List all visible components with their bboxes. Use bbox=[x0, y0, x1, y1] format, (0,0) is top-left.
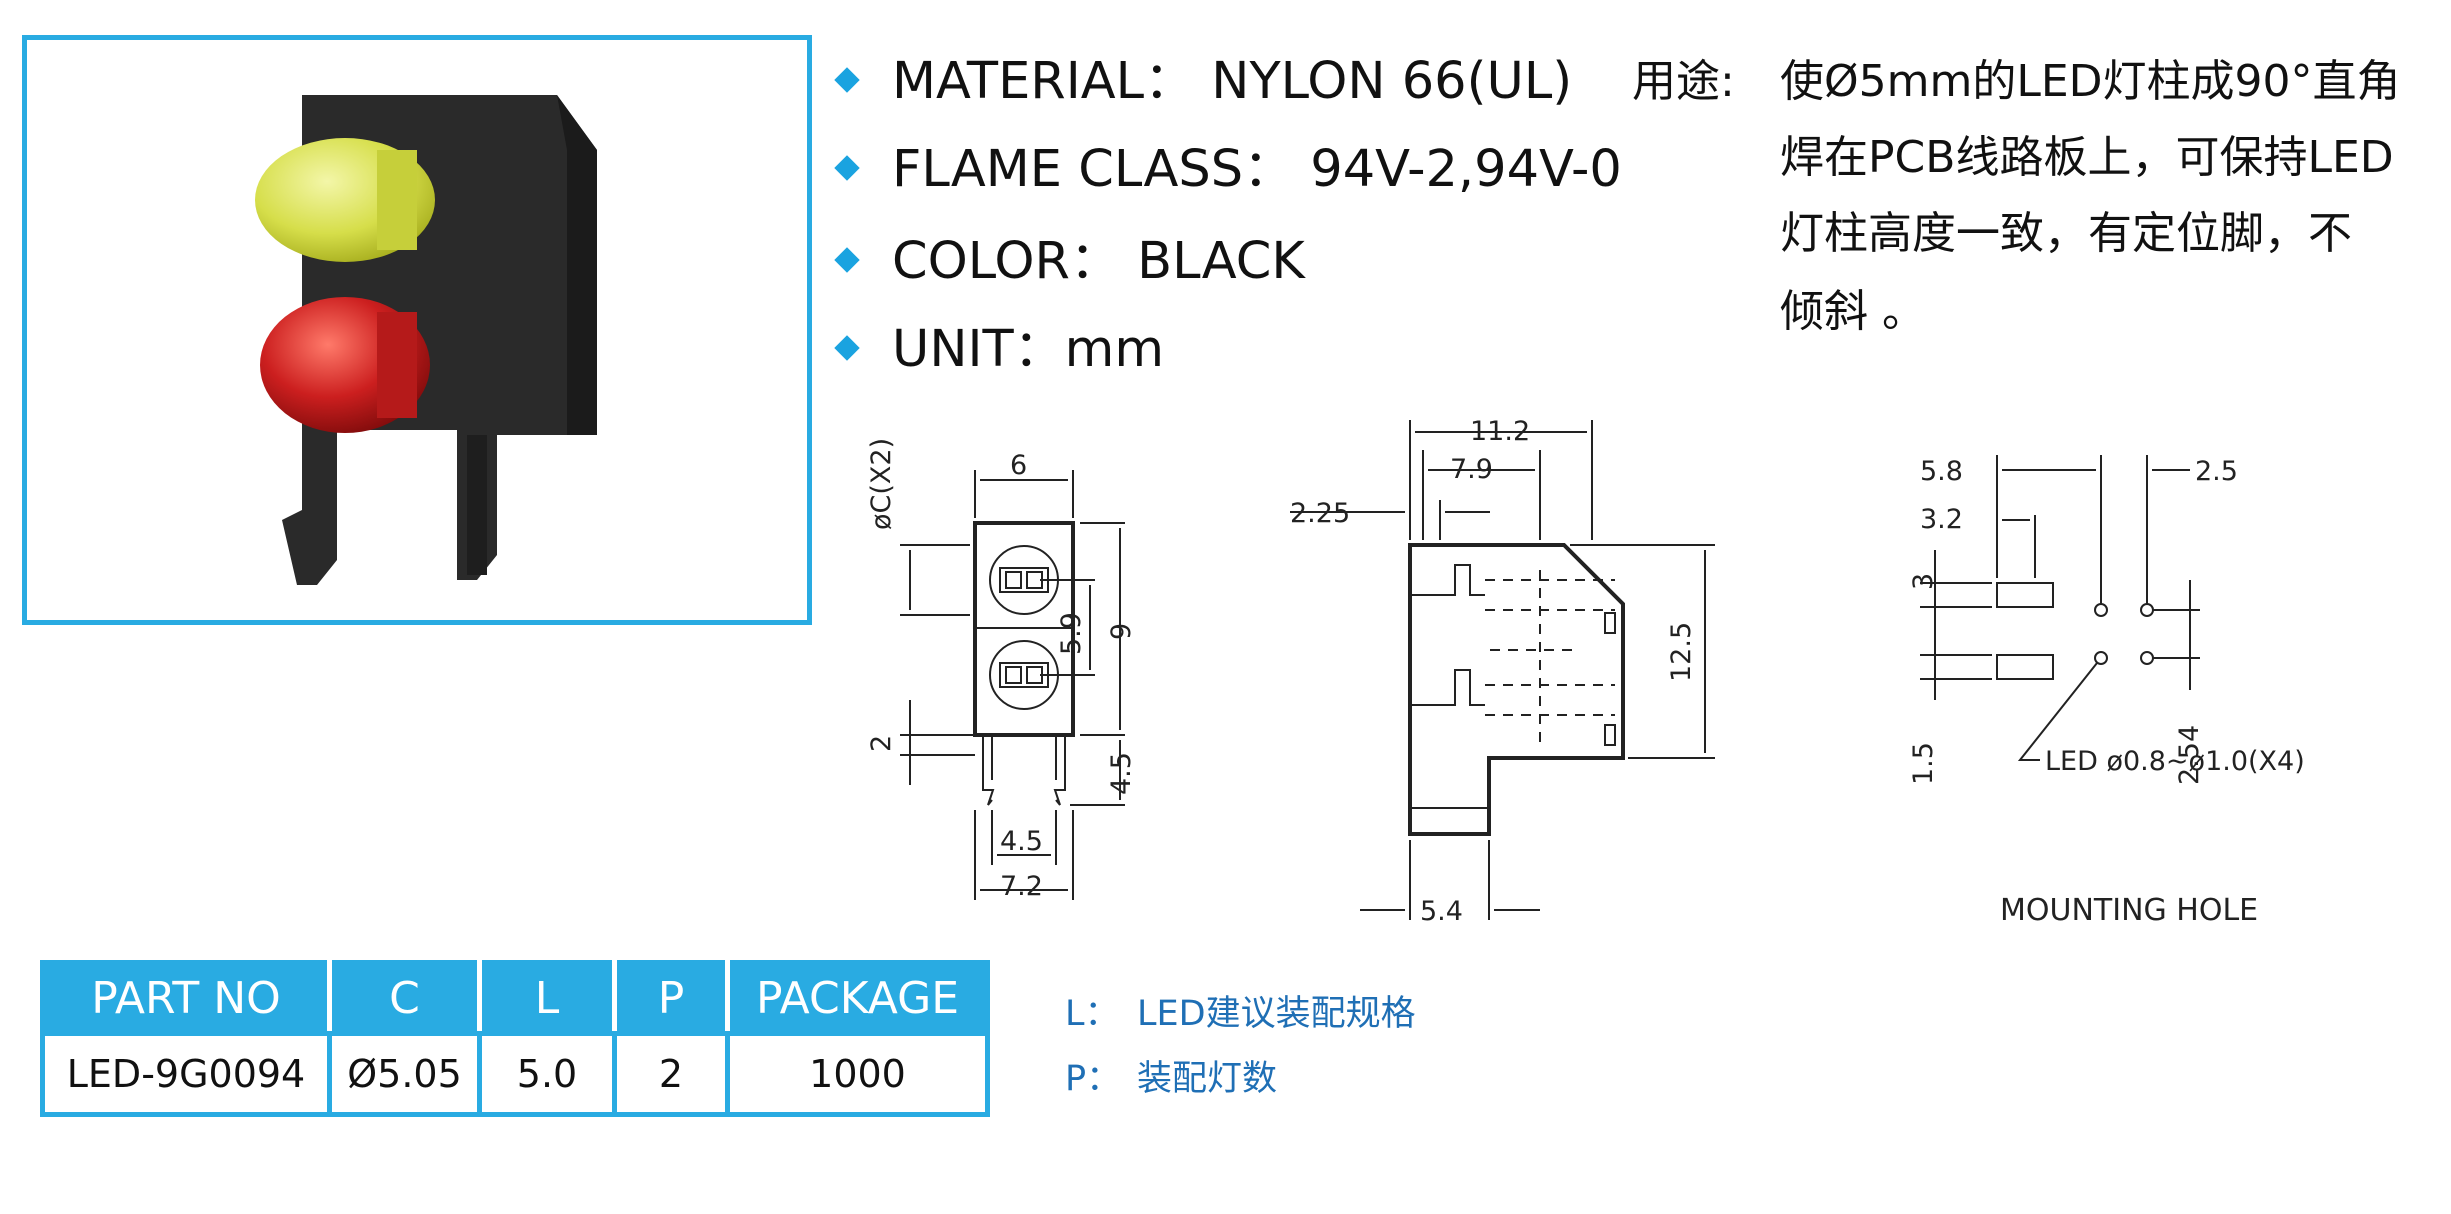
usage-line: 灯柱高度一致，有定位脚，不 bbox=[1780, 208, 2352, 259]
dim-label: 4.5 bbox=[1000, 826, 1043, 857]
dim-label: 2 bbox=[866, 735, 897, 752]
led-holder-photo bbox=[255, 95, 597, 585]
dim-label: 6 bbox=[1010, 450, 1027, 481]
col-header-p: P bbox=[612, 960, 730, 1036]
dim-label: 5.9 bbox=[1056, 612, 1087, 655]
mounting-hole-drawing bbox=[1920, 455, 2200, 761]
spec-unit: UNIT：mm bbox=[834, 320, 1164, 380]
cell-c: Ø5.05 bbox=[327, 1031, 482, 1117]
col-header-package: PACKAGE bbox=[725, 960, 990, 1036]
cell-p: 2 bbox=[612, 1031, 730, 1117]
dim-label: 2.25 bbox=[1290, 498, 1350, 529]
dim-label: 5.4 bbox=[1420, 896, 1463, 927]
spec-color: COLOR： BLACK bbox=[834, 232, 1305, 292]
yellow-led-icon bbox=[255, 138, 435, 262]
side-view-drawing bbox=[1290, 420, 1715, 920]
mounting-hole-caption: MOUNTING HOLE bbox=[2000, 893, 2258, 928]
usage-label: 用途: bbox=[1632, 56, 1735, 107]
legend-p: P：装配灯数 bbox=[1065, 1059, 1278, 1099]
dim-label: øC(X2) bbox=[866, 438, 897, 530]
dim-label: 3.2 bbox=[1920, 504, 1963, 535]
cell-package: 1000 bbox=[725, 1031, 990, 1117]
dim-label: 7.9 bbox=[1450, 454, 1493, 485]
red-led-icon bbox=[260, 297, 430, 433]
bullet-diamond-icon bbox=[834, 67, 860, 93]
col-header-c: C bbox=[327, 960, 482, 1036]
dim-label: 2.54 bbox=[2174, 725, 2205, 785]
col-header-l: L bbox=[477, 960, 617, 1036]
led-hole-note: LED ø0.8~ø1.0(X4) bbox=[2045, 746, 2305, 777]
dim-label: 11.2 bbox=[1470, 416, 1530, 447]
legend-l: L：LED建议装配规格 bbox=[1065, 994, 1416, 1034]
dim-label: 2.5 bbox=[2195, 456, 2238, 487]
dim-label: 1.5 bbox=[1908, 742, 1939, 785]
technical-drawings: 6 øC(X2) 5.9 9 2 4.5 4.5 7.2 11.2 7.9 2.… bbox=[866, 416, 2305, 928]
dim-label: 3 bbox=[1908, 573, 1939, 590]
dim-label: 4.5 bbox=[1106, 752, 1137, 795]
part-spec-table: PART NO C L P PACKAGE LED-9G0094 Ø5.05 5… bbox=[40, 960, 990, 1117]
usage-line: 使Ø5mm的LED灯柱成90°直角 bbox=[1780, 56, 2401, 107]
dim-label: 12.5 bbox=[1666, 622, 1697, 682]
dim-label: 5.8 bbox=[1920, 456, 1963, 487]
product-photo-frame bbox=[22, 35, 812, 625]
spec-flame-class: FLAME CLASS： 94V-2,94V-0 bbox=[834, 140, 1622, 200]
col-header-part-no: PART NO bbox=[40, 960, 332, 1036]
front-view-drawing bbox=[900, 470, 1125, 900]
bullet-diamond-icon bbox=[834, 335, 860, 361]
bullet-diamond-icon bbox=[834, 155, 860, 181]
table-header-row: PART NO C L P PACKAGE bbox=[40, 960, 990, 1036]
table-row: LED-9G0094 Ø5.05 5.0 2 1000 bbox=[40, 1031, 990, 1117]
usage-line: 焊在PCB线路板上，可保持LED bbox=[1780, 132, 2394, 183]
cell-part-no: LED-9G0094 bbox=[40, 1031, 332, 1117]
bullet-diamond-icon bbox=[834, 247, 860, 273]
dim-label: 9 bbox=[1106, 623, 1137, 640]
cell-l: 5.0 bbox=[477, 1031, 617, 1117]
dim-label: 7.2 bbox=[1000, 871, 1043, 902]
usage-line: 倾斜 。 bbox=[1780, 286, 1926, 337]
spec-material: MATERIAL： NYLON 66(UL) bbox=[834, 52, 1572, 112]
